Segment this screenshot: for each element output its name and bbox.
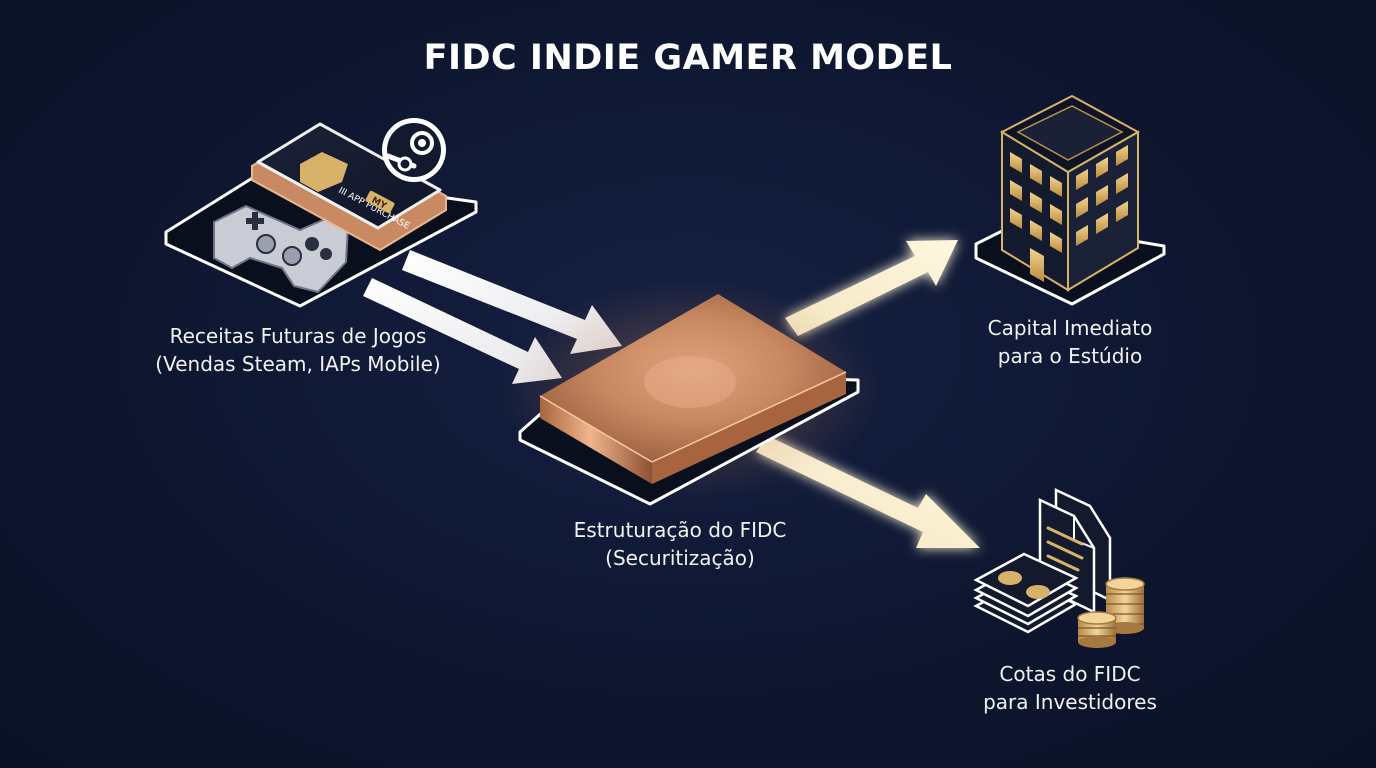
steam-icon xyxy=(382,118,446,182)
game-controller-icon xyxy=(213,204,350,294)
revenues-label-line1: Receitas Futuras de Jogos xyxy=(169,324,427,348)
capital-label-line1: Capital Imediato xyxy=(987,316,1153,340)
capital-label-line2: para o Estúdio xyxy=(997,344,1143,368)
banknotes-icon xyxy=(973,552,1079,634)
fidc-label: Estruturação do FIDC (Securitização) xyxy=(500,516,860,572)
quotas-label-line2: para Investidores xyxy=(983,690,1157,714)
fidc-label-line1: Estruturação do FIDC xyxy=(573,518,787,542)
quotas-label-line1: Cotas do FIDC xyxy=(999,662,1141,686)
copper-slab-icon xyxy=(500,280,880,506)
capital-label: Capital Imediato para o Estúdio xyxy=(900,314,1240,370)
revenues-label: Receitas Futuras de Jogos (Vendas Steam,… xyxy=(118,322,478,378)
arrow-fidc-to-capital xyxy=(785,240,958,336)
office-building-icon xyxy=(974,94,1166,306)
revenues-label-line2: (Vendas Steam, IAPs Mobile) xyxy=(155,352,441,376)
quotas-label: Cotas do FIDC para Investidores xyxy=(900,660,1240,716)
fidc-label-line2: (Securitização) xyxy=(605,546,755,570)
revenues-illustration: III APP PURCHASE MY xyxy=(164,118,478,308)
smartphone-icon: III APP PURCHASE MY xyxy=(251,122,447,252)
quotas-illustration xyxy=(973,488,1145,648)
coin-stack-icon xyxy=(1077,577,1145,648)
diagram-title: FIDC INDIE GAMER MODEL xyxy=(423,38,953,78)
